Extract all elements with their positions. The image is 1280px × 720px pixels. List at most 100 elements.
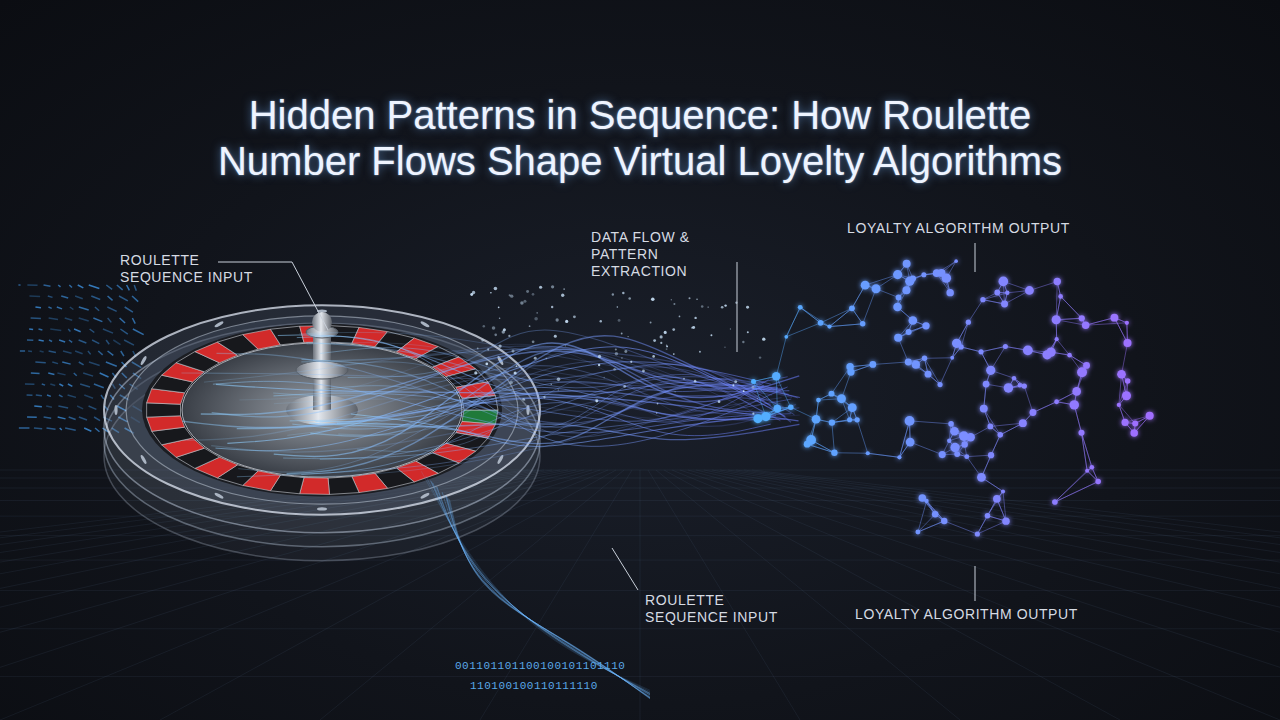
data-dash	[31, 317, 41, 319]
data-dash	[31, 372, 40, 374]
flow-particle	[673, 353, 675, 355]
data-dash	[69, 417, 76, 419]
network-link	[981, 346, 1005, 351]
network-node	[866, 451, 870, 455]
network-node	[761, 412, 770, 421]
data-dash	[113, 340, 120, 345]
network-link	[868, 453, 900, 457]
network-node	[1054, 278, 1061, 285]
network-link	[1057, 339, 1070, 355]
flow-particle	[557, 389, 559, 391]
data-dash	[59, 395, 63, 397]
network-node	[829, 391, 835, 397]
leader-line	[737, 262, 738, 352]
network-node	[947, 438, 951, 442]
network-node	[1077, 367, 1087, 377]
flow-particle	[510, 295, 513, 298]
network-node	[1095, 479, 1101, 485]
network-nodes	[751, 259, 1154, 536]
network-node	[818, 320, 824, 326]
data-dash	[65, 318, 72, 320]
data-dash	[39, 328, 43, 330]
flow-particle	[694, 317, 696, 319]
network-link	[829, 324, 862, 327]
network-node	[1117, 403, 1121, 407]
data-dash	[75, 351, 82, 354]
network-link	[834, 452, 867, 453]
flow-particle	[543, 396, 545, 398]
grid-line	[688, 470, 1280, 720]
network-node	[902, 286, 910, 294]
network-link	[821, 308, 852, 323]
flow-particle	[492, 326, 496, 330]
network-link	[1033, 402, 1057, 413]
network-node	[847, 417, 852, 422]
data-dash	[58, 417, 66, 419]
network-node	[897, 455, 901, 459]
network-link	[977, 516, 987, 534]
rim-fret	[114, 405, 117, 415]
flow-line	[201, 351, 783, 415]
data-dash	[47, 395, 51, 396]
flow-particle	[532, 293, 535, 296]
flow-particle	[470, 293, 473, 296]
network-node	[954, 451, 960, 457]
network-link	[832, 423, 835, 453]
flow-particle	[534, 317, 538, 321]
network-link	[991, 435, 1000, 455]
flow-line	[216, 353, 764, 423]
network-link	[961, 347, 981, 352]
data-dash	[94, 417, 100, 421]
network-link	[865, 275, 898, 286]
flow-particle	[557, 378, 561, 382]
data-dash	[69, 340, 72, 342]
pocket	[300, 478, 330, 495]
data-dash	[20, 350, 25, 352]
flow-particle	[508, 335, 510, 337]
network-node	[905, 416, 915, 426]
flow-particle	[642, 370, 645, 373]
data-dash	[68, 329, 70, 331]
data-dash	[119, 296, 128, 301]
network-link	[857, 420, 868, 453]
network-node	[1058, 294, 1063, 299]
network-node	[998, 277, 1008, 287]
flow-particle	[586, 407, 587, 408]
flow-particle	[707, 306, 708, 307]
network-link	[832, 367, 851, 394]
data-dash	[69, 285, 72, 287]
data-dash	[101, 395, 104, 399]
flow-particle	[710, 334, 712, 336]
rim-fret	[420, 492, 430, 500]
network-node	[946, 289, 953, 296]
network-node	[751, 379, 756, 384]
network-node	[925, 371, 932, 378]
network-node	[806, 435, 816, 445]
data-dash	[35, 306, 41, 308]
flow-particle	[600, 320, 602, 322]
data-dash	[94, 384, 104, 388]
flow-particle	[734, 380, 737, 383]
flow-particle	[757, 398, 758, 399]
network-node	[753, 414, 762, 423]
flow-particle	[650, 322, 652, 324]
network-node	[994, 290, 1000, 296]
network-node	[829, 419, 835, 425]
flow-line	[301, 349, 764, 390]
network-node	[1012, 376, 1016, 380]
flow-line	[442, 492, 650, 696]
network-node	[1055, 337, 1059, 341]
network-link	[868, 453, 900, 457]
data-dash	[98, 351, 102, 355]
data-dash	[48, 373, 54, 374]
network-node	[772, 372, 780, 380]
data-dash	[46, 406, 52, 407]
network-node	[861, 281, 870, 290]
network-node	[952, 339, 961, 348]
network-node	[848, 403, 857, 412]
flow-particle	[674, 391, 675, 392]
data-dash	[133, 329, 144, 335]
network-node	[909, 316, 918, 325]
flow-particle	[487, 348, 489, 350]
